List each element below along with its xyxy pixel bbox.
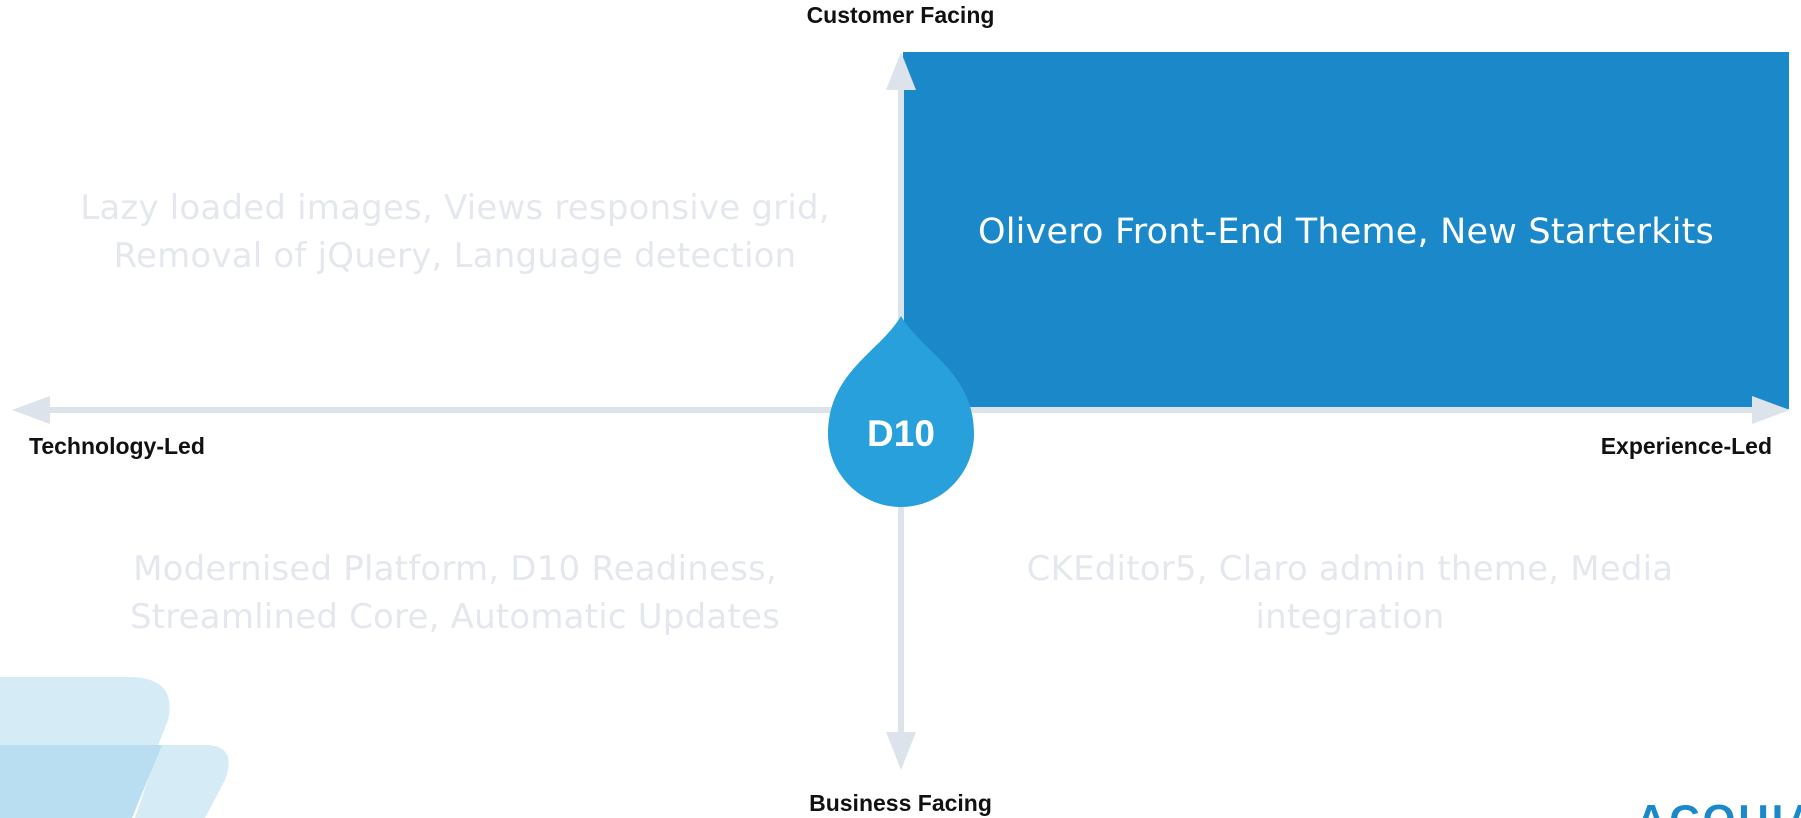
quadrant-top-right-text: Olivero Front-End Theme, New Starterkits: [977, 212, 1714, 252]
axis-label-bottom: Business Facing: [809, 790, 992, 816]
acquia-logo: ACQUIA: [1636, 796, 1801, 818]
deco-shape-mid: [0, 745, 162, 818]
arrow-left-icon: [12, 396, 50, 424]
drupal-drop-icon: [828, 316, 974, 507]
highlighted-quadrant-box: [903, 52, 1789, 409]
quadrant-top-left-text: Lazy loaded images, Views responsive gri…: [80, 188, 830, 276]
arrow-right-icon: [1752, 396, 1790, 424]
axis-label-right: Experience-Led: [1600, 433, 1772, 459]
quadrant-bottom-left-text: Modernised Platform, D10 Readiness, Stre…: [129, 549, 781, 637]
axis-label-left: Technology-Led: [29, 433, 205, 459]
arrow-down-icon: [886, 732, 916, 770]
deco-shape-back: [135, 745, 229, 818]
center-drop-label: D10: [867, 413, 935, 454]
arrow-up-icon: [886, 52, 916, 90]
quadrant-bottom-right-text: CKEditor5, Claro admin theme, Media inte…: [1026, 549, 1674, 637]
axis-label-top: Customer Facing: [806, 2, 995, 28]
